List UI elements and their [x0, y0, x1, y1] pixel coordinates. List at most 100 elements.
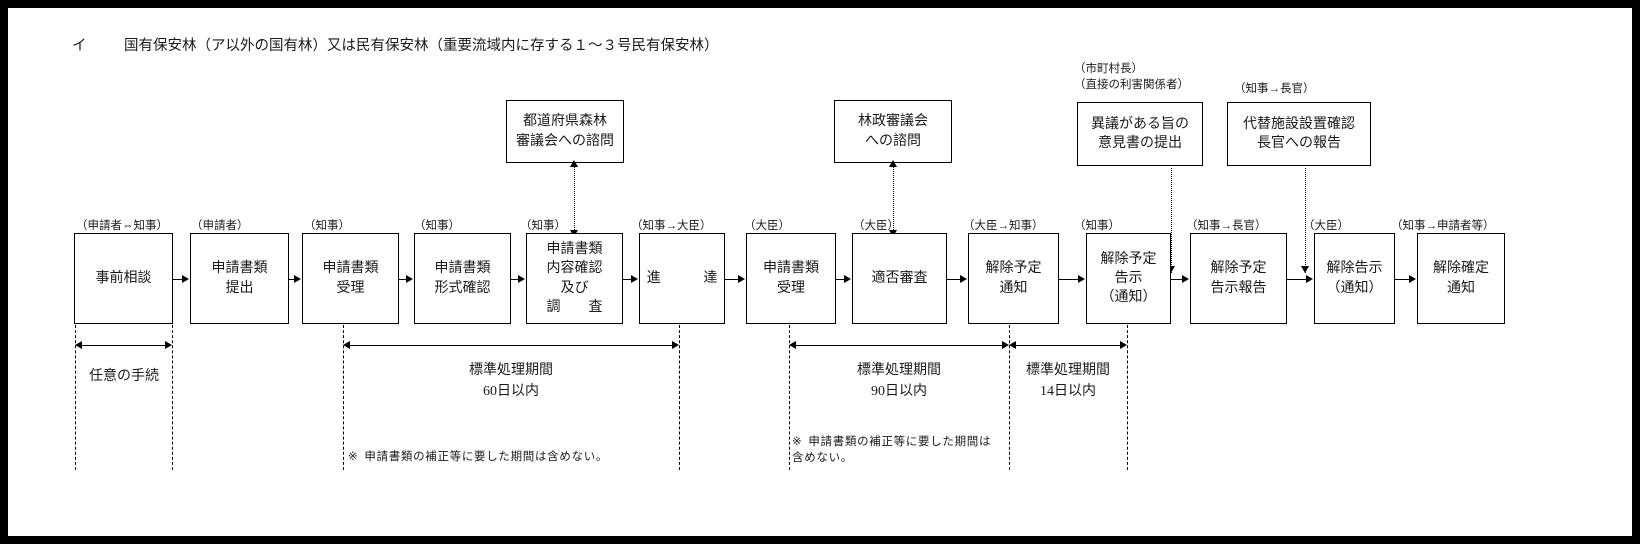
flow-arrow-1-line	[173, 279, 183, 280]
flow-arrow-3-line	[399, 279, 407, 280]
actor-label-p11: （知事→長官）	[1186, 220, 1267, 232]
connector-callout2-line	[893, 166, 894, 236]
process-box-kaijo-yotei-kokuji[interactable]: 解除予定 告示 （通知）	[1086, 233, 1171, 324]
timeline-guide-p9	[1009, 325, 1010, 470]
process-box-kaijo-kakutei-tsuchi[interactable]: 解除確定 通知	[1417, 233, 1505, 324]
timeline-guide-p10	[1127, 325, 1128, 470]
callout-label: 都道府県森林 審議会への諮問	[516, 114, 614, 149]
flow-arrow-6-line	[725, 279, 739, 280]
span1-line	[78, 345, 170, 346]
flow-arrow-7-line	[836, 279, 845, 280]
span3-arrow-left	[789, 340, 796, 349]
actor-label-p3: （知事）	[304, 220, 350, 232]
process-label: 解除予定 告示 （通知）	[1100, 251, 1157, 306]
connector-callout2-arrow-up	[889, 160, 897, 167]
flow-arrow-2-head	[294, 274, 301, 283]
process-label: 解除告示 （通知）	[1326, 261, 1383, 296]
process-box-naiyou-kakunin-chousa[interactable]: 申請書類 内容確認 及び 調 査	[526, 233, 623, 324]
callout-box-shingikai-todofuken[interactable]: 都道府県森林 審議会への諮問	[506, 100, 624, 163]
span2-arrow-right	[672, 340, 679, 349]
callout-actor-shichousonchou: （市町村長） （直接の利害関係者）	[1074, 63, 1189, 91]
process-label: 申請書類 提出	[211, 261, 268, 296]
process-box-jizen-soudan[interactable]: 事前相談	[74, 233, 173, 324]
process-label: 申請書類 受理	[763, 261, 819, 296]
note-text: 申請書類の補正等に要した期間は 含めない。	[792, 435, 992, 465]
page-title: イ国有保安林（ア以外の国有林）又は民有保安林（重要流域内に存する１～３号民有保安…	[72, 34, 719, 55]
actor-label-p13: （知事→申請者等）	[1391, 220, 1495, 232]
span4-line	[1012, 345, 1124, 346]
callout-box-igi-ikensho[interactable]: 異議がある旨の 意見書の提出	[1077, 102, 1203, 166]
span3-line	[792, 345, 1006, 346]
timeline-guide-p6-right	[679, 325, 680, 470]
connector-callout3-arrow-down	[1167, 266, 1175, 273]
process-box-shintatsu[interactable]: 進 達	[639, 233, 725, 324]
actor-label-p4: （知事）	[414, 220, 460, 232]
actor-label-p7: （大臣）	[744, 220, 790, 232]
actor-label-p2: （申請者）	[191, 220, 249, 232]
actor-label-p12: （大臣）	[1303, 220, 1349, 232]
flow-arrow-8-head	[960, 274, 967, 283]
flow-arrow-9-head	[1078, 274, 1085, 283]
span4-arrow-left	[1009, 340, 1016, 349]
note-60days: ※申請書類の補正等に要した期間は含めない。	[348, 432, 688, 465]
process-label: 解除確定 通知	[1433, 261, 1489, 296]
timeline-guide-p1-left	[75, 325, 76, 470]
flow-arrow-11-line	[1287, 279, 1307, 280]
flow-arrow-11-head	[1306, 274, 1313, 283]
connector-callout4-arrow-down	[1301, 266, 1309, 273]
flow-arrow-7-head	[844, 274, 851, 283]
timeline-guide-p3-left	[343, 325, 344, 470]
process-box-kaijo-kokuji[interactable]: 解除告示 （通知）	[1314, 233, 1395, 324]
process-label: 申請書類 形式確認	[434, 261, 491, 296]
process-label: 事前相談	[95, 270, 152, 286]
process-label: 申請書類 受理	[322, 261, 379, 296]
span4-arrow-right	[1120, 340, 1127, 349]
callout-actor-chiji-choukan: （知事→長官）	[1234, 83, 1315, 95]
diagram-stage: イ国有保安林（ア以外の国有林）又は民有保安林（重要流域内に存する１～３号民有保安…	[8, 8, 1632, 536]
diagram-frame: イ国有保安林（ア以外の国有林）又は民有保安林（重要流域内に存する１～３号民有保安…	[8, 8, 1632, 536]
connector-callout3-line	[1171, 168, 1172, 273]
flow-arrow-5-head	[631, 274, 638, 283]
timeline-guide-p7-left	[789, 325, 790, 470]
actor-label-p1: （申請者⇔知事）	[76, 220, 168, 232]
flow-arrow-4-head	[518, 274, 525, 283]
process-box-tekihi-shinsa[interactable]: 適否審査	[852, 233, 947, 324]
span-label-optional-procedure: 任意の手続	[89, 369, 159, 384]
process-label: 適否審査	[871, 270, 928, 286]
process-box-keishiki-kakunin[interactable]: 申請書類 形式確認	[414, 233, 511, 324]
flow-arrow-5-line	[623, 279, 632, 280]
process-box-kaijo-yotei-tsuchi[interactable]: 解除予定 通知	[968, 233, 1059, 324]
process-box-shinsei-juri-chiji[interactable]: 申請書類 受理	[302, 233, 399, 324]
process-box-shinsei-juri-daijin[interactable]: 申請書類 受理	[746, 233, 836, 324]
timeline-guide-p1-right	[172, 325, 173, 470]
actor-label-p10: （知事）	[1074, 220, 1120, 232]
callout-box-daitai-shisetsu[interactable]: 代替施設設置確認 長官への報告	[1227, 102, 1371, 166]
callout-box-rinsei-shingikai[interactable]: 林政審議会 への諮問	[834, 100, 952, 163]
process-box-shinsei-teishutsu[interactable]: 申請書類 提出	[190, 233, 289, 324]
flow-arrow-6-head	[738, 274, 745, 283]
heading-marker: イ	[72, 38, 87, 54]
note-marker: ※	[792, 435, 803, 448]
span3-arrow-right	[1002, 340, 1009, 349]
span-label-standard-60days: 標準処理期間 60日以内	[469, 363, 553, 399]
process-label: 申請書類 内容確認 及び 調 査	[546, 241, 603, 315]
flow-arrow-10-line	[1171, 279, 1183, 280]
span-label-standard-90days: 標準処理期間 90日以内	[857, 363, 941, 399]
process-box-kokuji-houkoku[interactable]: 解除予定 告示報告	[1190, 233, 1287, 324]
flow-arrow-8-line	[947, 279, 961, 280]
callout-label: 代替施設設置確認 長官への報告	[1243, 116, 1355, 151]
actor-label-p6: （知事→大臣）	[631, 220, 712, 232]
flow-arrow-12-line	[1395, 279, 1410, 280]
callout-label: 異議がある旨の 意見書の提出	[1091, 116, 1189, 151]
flow-arrow-4-line	[511, 279, 519, 280]
process-label: 進 達	[646, 270, 723, 286]
note-text: 申請書類の補正等に要した期間は含めない。	[364, 450, 609, 463]
actor-label-p5: （知事）	[520, 220, 566, 232]
span1-arrow-right	[165, 340, 172, 349]
flow-arrow-2-line	[289, 279, 295, 280]
flow-arrow-1-head	[182, 274, 189, 283]
span1-arrow-left	[75, 340, 82, 349]
flow-arrow-12-head	[1409, 274, 1416, 283]
flow-arrow-3-head	[406, 274, 413, 283]
span-label-standard-14days: 標準処理期間 14日以内	[1026, 363, 1110, 399]
